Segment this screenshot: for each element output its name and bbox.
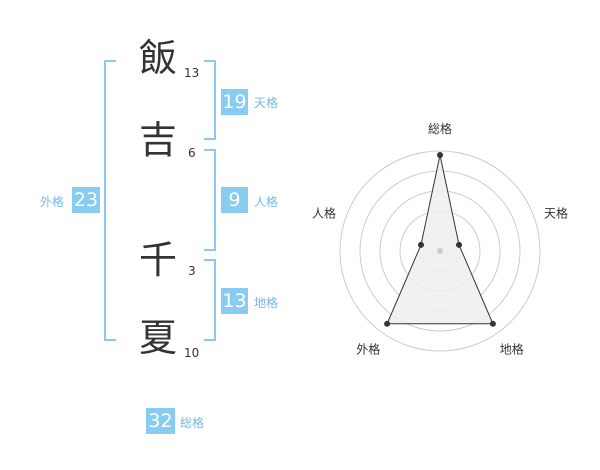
- radar-axis-label-5: 人格: [312, 205, 336, 220]
- radar-point-4: [384, 320, 391, 327]
- tenkaku-bracket: [204, 60, 216, 140]
- jinkaku-value: 9: [221, 187, 248, 213]
- name-char-4: 夏: [138, 316, 177, 360]
- jinkaku-bracket: [204, 149, 216, 251]
- radar-axis-label-2: 天格: [544, 205, 568, 220]
- name-char-3: 千: [138, 238, 177, 282]
- radar-axis-label-1: 総格: [428, 121, 452, 136]
- gaikaku-bracket: [104, 60, 116, 341]
- tenkaku-label: 天格: [254, 96, 279, 110]
- radar-point-3: [489, 320, 496, 327]
- radar-point-1: [437, 152, 443, 158]
- name-char-1: 飯: [138, 36, 177, 80]
- chikaku-label: 地格: [254, 296, 279, 310]
- jinkaku-label: 人格: [254, 195, 279, 209]
- soukaku-value: 32: [146, 408, 175, 434]
- stroke-count-1: 13: [184, 66, 200, 80]
- radar-axis-label-4: 外格: [356, 342, 380, 357]
- chikaku-bracket: [204, 259, 216, 341]
- gaikaku-label: 外格: [40, 195, 65, 209]
- radar-data-polygon: [386, 154, 494, 325]
- radar-ring: [339, 150, 541, 352]
- stroke-count-2: 6: [188, 146, 196, 160]
- radar-point-5: [417, 241, 424, 248]
- radar-center-point: [437, 248, 443, 254]
- chikaku-value: 13: [221, 288, 248, 314]
- soukaku-label: 総格: [180, 416, 205, 430]
- radar-point-2: [456, 241, 463, 248]
- stroke-count-3: 3: [188, 264, 196, 278]
- radar-axis-label-3: 地格: [500, 342, 524, 357]
- name-char-2: 吉: [138, 118, 177, 162]
- tenkaku-value: 19: [221, 89, 248, 115]
- gaikaku-value: 23: [72, 187, 100, 213]
- stroke-count-4: 10: [184, 346, 200, 360]
